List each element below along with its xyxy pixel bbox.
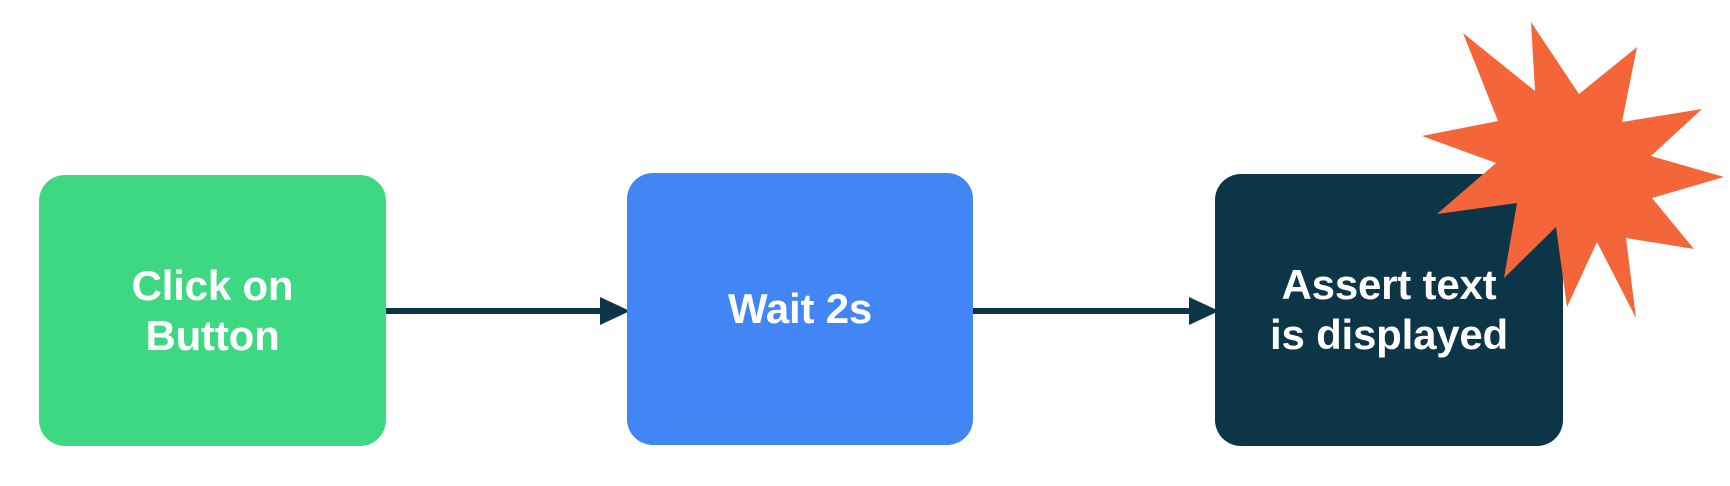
flow-node-click-on-button[interactable]: Click on Button [39, 175, 386, 446]
connector-click-to-wait [384, 286, 630, 336]
flow-node-assert-text-is-displayed[interactable]: Assert text is displayed [1215, 174, 1563, 446]
flow-node-label: Assert text is displayed [1269, 261, 1509, 358]
arrowhead-icon [1189, 297, 1219, 325]
flow-node-label: Wait 2s [727, 285, 873, 333]
arrowhead-icon [600, 297, 630, 325]
flow-node-wait-2s[interactable]: Wait 2s [627, 173, 973, 445]
flow-node-label: Click on Button [131, 261, 294, 359]
connector-wait-to-assert [971, 286, 1219, 336]
